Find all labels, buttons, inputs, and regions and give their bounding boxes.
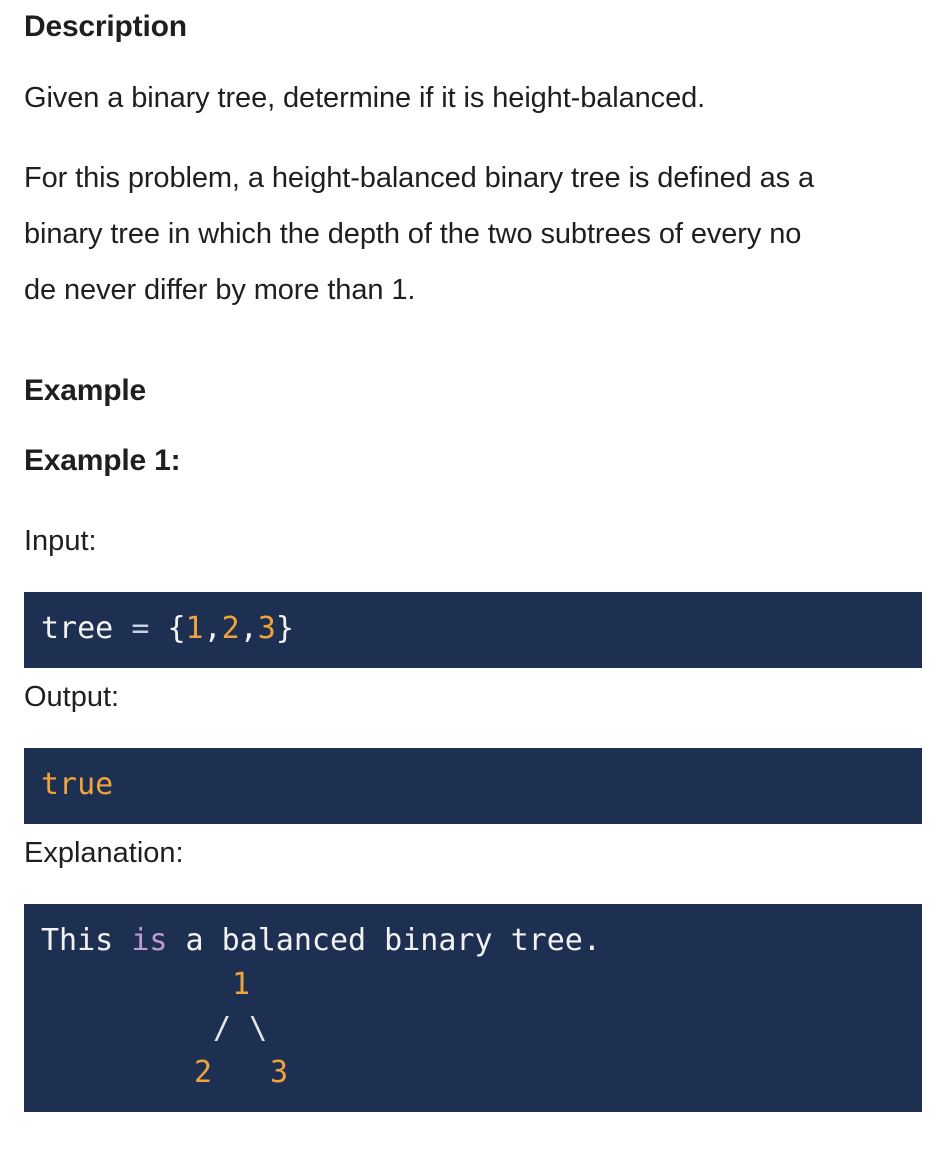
intro-paragraph: Given a binary tree, determine if it is … [24, 70, 922, 126]
input-label: Input: [24, 525, 97, 557]
tree-root-node: 1 [232, 967, 251, 1002]
definition-line-1: For this problem, a height-balanced bina… [24, 162, 815, 194]
code-comma-1: , [203, 611, 222, 646]
definition-line-2: binary tree in which the depth of the tw… [24, 218, 802, 250]
description-heading: Description [24, 10, 187, 43]
definition-paragraph: For this problem, a height-balanced bina… [24, 150, 922, 318]
explanation-word-this: This [41, 923, 114, 958]
definition-line-3: de never differ by more than 1. [24, 274, 416, 306]
tree-right-node: 3 [270, 1055, 289, 1090]
code-brace-open: { [167, 611, 186, 646]
output-code-block: true [24, 748, 922, 824]
code-number-2: 2 [221, 611, 240, 646]
code-brace-close: } [275, 611, 294, 646]
output-code-value: true [41, 767, 114, 802]
explanation-keyword-is: is [131, 923, 168, 958]
explanation-code-line: This is a balanced binary tree. [41, 926, 601, 956]
example-1-heading: Example 1: [24, 444, 181, 477]
code-operator: = [131, 611, 150, 646]
explanation-code-block: This is a balanced binary tree. 1 / \ 2 … [24, 904, 922, 1112]
tree-branches: / \ [213, 1011, 268, 1046]
intro-text: Given a binary tree, determine if it is … [24, 82, 706, 114]
input-code-line: tree = {1,2,3} [41, 614, 294, 644]
code-number-3: 3 [257, 611, 276, 646]
explanation-rest: a balanced binary tree. [185, 923, 601, 958]
explanation-label: Explanation: [24, 837, 184, 869]
tree-left-node: 2 [194, 1055, 213, 1090]
code-var: tree [41, 611, 114, 646]
code-number-1: 1 [185, 611, 204, 646]
input-code-block: tree = {1,2,3} [24, 592, 922, 668]
output-label: Output: [24, 681, 120, 713]
example-heading: Example [24, 374, 146, 407]
code-comma-2: , [239, 611, 258, 646]
